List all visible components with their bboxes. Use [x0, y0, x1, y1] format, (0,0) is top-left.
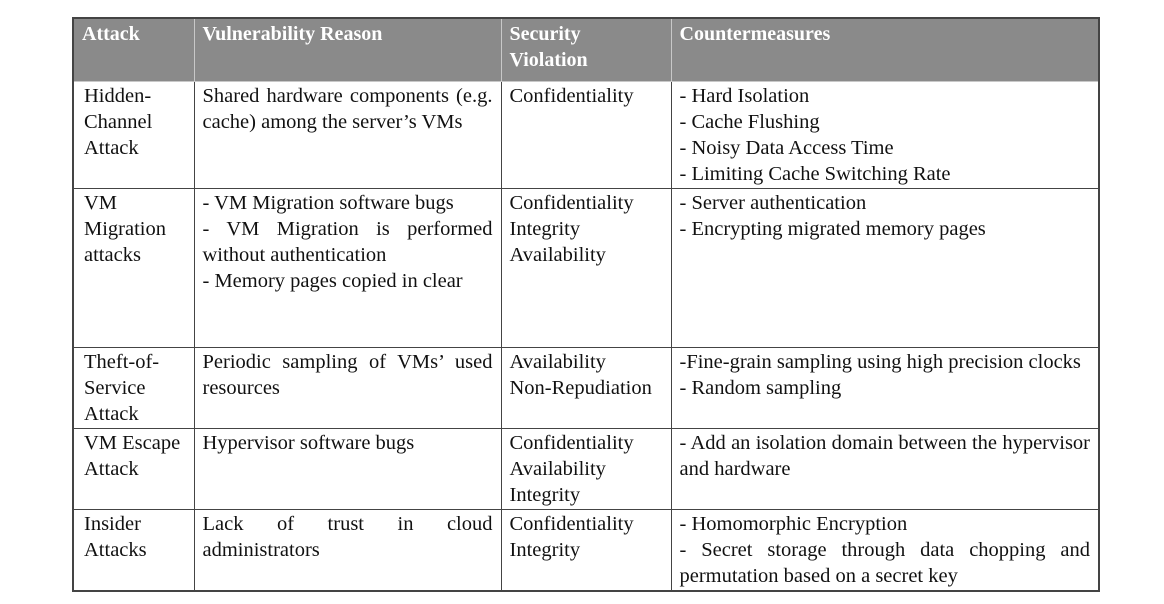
violation-line: Availability [509, 244, 606, 266]
violation-line: Availability [509, 458, 606, 480]
header-attack: Attack [72, 17, 195, 82]
reason-line: - VM Migration is performed without auth… [202, 218, 493, 266]
violation-line: Confidentiality [509, 513, 634, 535]
countermeasure-line: - Random sampling [679, 377, 842, 399]
countermeasure-line: - Server authentication [679, 192, 867, 214]
countermeasure-line: - Secret storage through data chopping a… [679, 539, 1091, 587]
violation-line: Confidentiality [509, 432, 634, 454]
violation-cell: Confidentiality Integrity Availability [500, 188, 672, 348]
attack-cell: Theft-of-Service Attack [72, 347, 195, 429]
violation-line: Confidentiality [509, 85, 634, 107]
violation-cell: Confidentiality Integrity [500, 509, 672, 592]
reason-line: Hypervisor software bugs [202, 432, 415, 454]
reason-line: Periodic sampling of VMs’ used resources [202, 351, 493, 399]
reason-line: Shared hardware components (e.g. cache) … [202, 85, 493, 133]
countermeasures-cell: - Hard Isolation - Cache Flushing - Nois… [670, 81, 1100, 189]
countermeasures-cell: - Homomorphic Encryption - Secret storag… [670, 509, 1100, 592]
countermeasure-line: -Fine-grain sampling using high precisio… [679, 351, 1081, 373]
violation-line: Non-Repudiation [509, 377, 652, 399]
countermeasure-line: - Homomorphic Encryption [679, 513, 908, 535]
violation-cell: Confidentiality Availability Integrity [500, 428, 672, 510]
countermeasure-line: - Limiting Cache Switching Rate [679, 163, 951, 185]
attacks-table: Attack Vulnerability Reason Security Vio… [72, 17, 1100, 592]
violation-line: Confidentiality [509, 192, 634, 214]
violation-line: Integrity [509, 218, 581, 240]
violation-line: Integrity [509, 539, 581, 561]
countermeasure-line: - Add an isolation domain between the hy… [679, 432, 1091, 480]
countermeasure-line: - Hard Isolation [679, 85, 810, 107]
attack-cell: Insider Attacks [72, 509, 195, 592]
table-row: Insider Attacks Lack of trust in cloud a… [72, 509, 1100, 592]
countermeasures-cell: - Server authentication - Encrypting mig… [670, 188, 1100, 348]
table-row: VM Migration attacks - VM Migration soft… [72, 188, 1100, 348]
attack-cell: Hidden-Channel Attack [72, 81, 195, 189]
header-vulnerability-reason: Vulnerability Reason [193, 17, 502, 82]
countermeasure-line: - Noisy Data Access Time [679, 137, 894, 159]
reason-line: Lack of trust in cloud administrators [202, 513, 493, 561]
attack-cell: VM Escape Attack [72, 428, 195, 510]
reason-cell: Shared hardware components (e.g. cache) … [193, 81, 502, 189]
table-row: Hidden-Channel Attack Shared hardware co… [72, 81, 1100, 189]
reason-line: - Memory pages copied in clear [202, 270, 463, 292]
reason-cell: Periodic sampling of VMs’ used resources [193, 347, 502, 429]
countermeasure-line: - Encrypting migrated memory pages [679, 218, 986, 240]
violation-line: Integrity [509, 484, 581, 506]
violation-cell: Confidentiality [500, 81, 672, 189]
table-header-row: Attack Vulnerability Reason Security Vio… [72, 17, 1100, 82]
countermeasures-cell: -Fine-grain sampling using high precisio… [670, 347, 1100, 429]
violation-cell: Availability Non-Repudiation [500, 347, 672, 429]
reason-cell: - VM Migration software bugs - VM Migrat… [193, 188, 502, 348]
header-countermeasures: Countermeasures [670, 17, 1100, 82]
violation-line: Availability [509, 351, 606, 373]
table-row: Theft-of-Service Attack Periodic samplin… [72, 347, 1100, 429]
attack-cell: VM Migration attacks [72, 188, 195, 348]
countermeasures-cell: - Add an isolation domain between the hy… [670, 428, 1100, 510]
reason-cell: Hypervisor software bugs [193, 428, 502, 510]
header-security-violation: Security Violation [500, 17, 672, 82]
reason-cell: Lack of trust in cloud administrators [193, 509, 502, 592]
countermeasure-line: - Cache Flushing [679, 111, 820, 133]
reason-line: - VM Migration software bugs [202, 192, 454, 214]
table-row: VM Escape Attack Hypervisor software bug… [72, 428, 1100, 510]
